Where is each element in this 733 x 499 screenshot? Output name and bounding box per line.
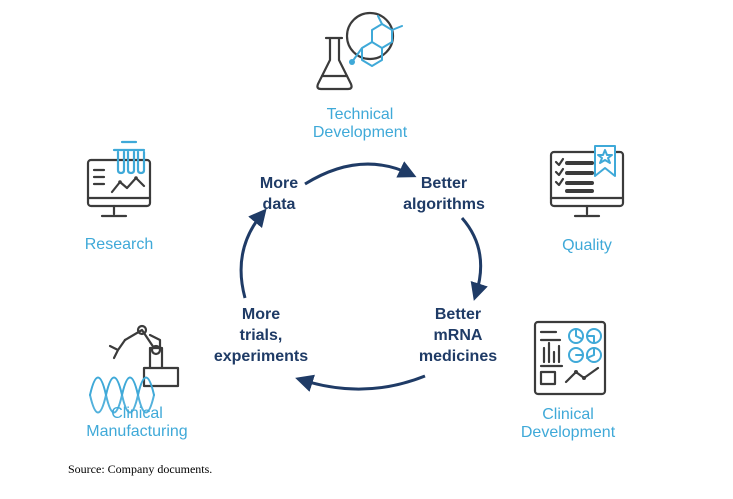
arrow-algorithms-to-medicines <box>460 217 488 301</box>
area-label-line: Clinical <box>111 405 163 422</box>
cycle-step-better-mrna-medicines: Better mRNA medicines <box>406 304 510 367</box>
cycle-step-better-algorithms: Better algorithms <box>390 173 498 215</box>
area-clinical-manufacturing: Clinical Manufacturing <box>62 405 212 441</box>
cycle-step-line: More <box>241 306 281 323</box>
area-label-line: Development <box>520 424 616 441</box>
cycle-step-line: medicines <box>418 348 498 365</box>
area-research: Research <box>64 236 174 254</box>
area-technical-development: Technical Development <box>290 106 430 142</box>
area-label-line: Clinical <box>542 406 594 423</box>
cycle-step-line: Better <box>434 306 482 323</box>
cycle-step-line: More <box>259 175 299 192</box>
flask-molecule-icon <box>316 11 403 91</box>
cycle-step-more-data: More data <box>238 173 320 215</box>
monitor-test-tubes-icon <box>86 140 152 218</box>
arrow-data-to-algorithms <box>304 161 417 186</box>
area-label-line: Development <box>312 124 408 141</box>
cycle-step-line: trials, <box>239 327 283 344</box>
cycle-step-line: algorithms <box>403 196 485 213</box>
area-label-line: Manufacturing <box>86 423 188 440</box>
arrow-medicines-to-trials <box>295 374 426 392</box>
area-label-line: Quality <box>562 237 612 254</box>
cycle-step-more-trials: More trials, experiments <box>202 304 320 367</box>
area-label-line: Technical <box>326 106 394 123</box>
cycle-arrows <box>239 161 488 392</box>
cycle-step-line: data <box>262 196 296 213</box>
monitor-checklist-ribbon-icon <box>549 145 625 218</box>
area-label-line: Research <box>84 236 154 253</box>
arrow-trials-to-data <box>239 208 267 299</box>
source-note: Source: Company documents. <box>68 462 213 476</box>
robot-arm-wave-icon <box>89 324 180 414</box>
cycle-step-line: experiments <box>213 348 309 365</box>
area-quality: Quality <box>536 237 638 255</box>
dashboard-charts-icon <box>533 320 607 396</box>
cycle-step-line: Better <box>420 175 468 192</box>
cycle-step-line: mRNA <box>433 327 483 344</box>
area-clinical-development: Clinical Development <box>496 406 640 442</box>
